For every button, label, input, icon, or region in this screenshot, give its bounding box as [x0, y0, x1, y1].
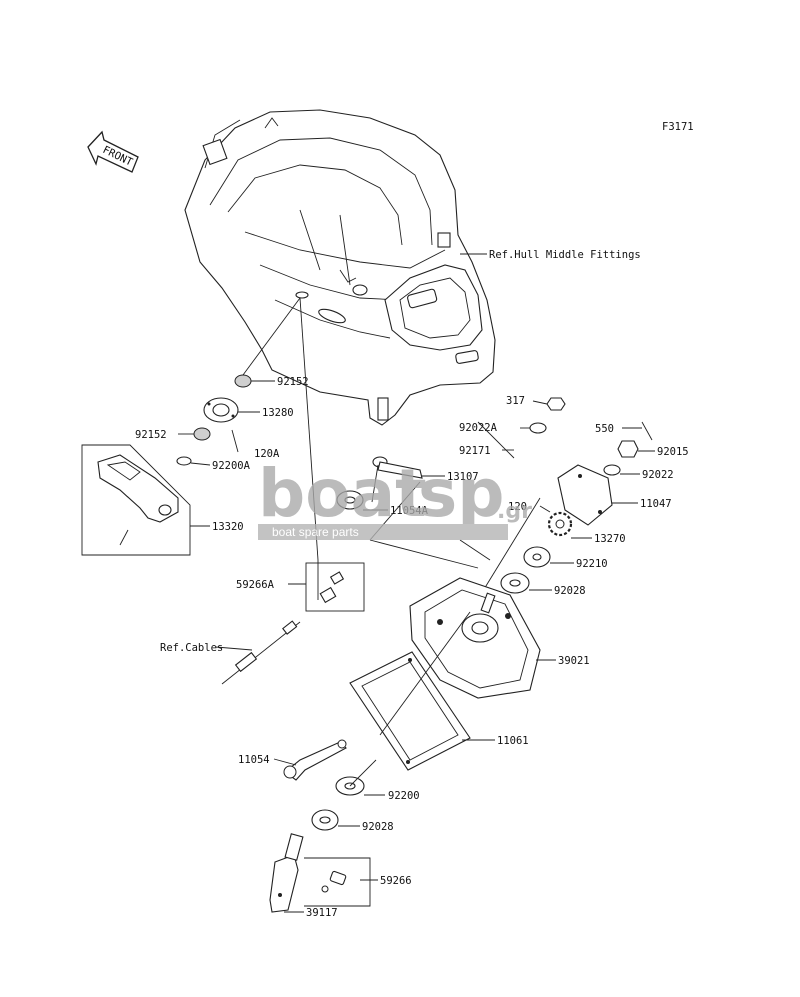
housing-39021: [409, 577, 541, 699]
hull-middle-fitting: [184, 109, 496, 426]
screw-120A: [231, 429, 239, 453]
watermark: boat sp .gr boat spare parts: [258, 455, 532, 540]
label-ref-cables: Ref.Cables: [160, 642, 223, 654]
bracket-11047: [557, 464, 613, 526]
label-120: 120: [508, 501, 527, 513]
grommet-92152: [234, 374, 252, 388]
bolt-92171: [477, 421, 515, 459]
box-59266A: [305, 562, 365, 612]
washer-92200A: [176, 456, 192, 466]
cable: [221, 620, 301, 685]
washer-92022: [603, 464, 621, 476]
nut-92015: [617, 440, 639, 458]
washer-92022A: [529, 422, 547, 434]
label-92022: 92022: [642, 469, 674, 481]
label-317: 317: [506, 395, 525, 407]
gear-13270: [547, 511, 573, 537]
watermark-domain: .gr: [497, 499, 532, 524]
lever-13107: [371, 456, 423, 503]
watermark-tagline: boat spare parts: [272, 525, 359, 539]
watermark-brand-left: boat: [258, 455, 427, 532]
label-92200A: 92200A: [212, 460, 251, 472]
label-39021: 39021: [558, 655, 590, 667]
label-13280: 13280: [262, 407, 294, 419]
plate-11054A: [336, 490, 364, 510]
lever-13320: [97, 454, 179, 546]
label-92028-bottom: 92028: [362, 821, 394, 833]
screw-120: [539, 505, 551, 513]
label-92028-right: 92028: [554, 585, 586, 597]
label-92210: 92210: [576, 558, 608, 570]
label-ref-hull: Ref.Hull Middle Fittings: [489, 249, 641, 261]
label-92022A: 92022A: [459, 422, 498, 434]
label-13320: 13320: [212, 521, 244, 533]
label-550: 550: [595, 423, 614, 435]
joint-59266: [321, 870, 347, 893]
label-13107: 13107: [447, 471, 479, 483]
label-11061: 11061: [497, 735, 529, 747]
lever-11054: [283, 739, 347, 781]
label-92152-left: 92152: [135, 429, 167, 441]
label-13270: 13270: [594, 533, 626, 545]
label-11047: 11047: [640, 498, 672, 510]
label-92200: 92200: [388, 790, 420, 802]
grommet-92152-left: [193, 427, 211, 441]
shaft-39117: [269, 833, 304, 913]
label-120A: 120A: [254, 448, 280, 460]
pin-550: [641, 421, 653, 441]
label-92171: 92171: [459, 445, 491, 457]
label-11054A: 11054A: [390, 505, 429, 517]
label-92152-top: 92152: [277, 376, 309, 388]
watermark-brand-right: sp: [418, 455, 505, 532]
box-59266: [304, 857, 371, 907]
gasket-11061: [349, 651, 471, 771]
label-39117: 39117: [306, 907, 338, 919]
housing-13280: [203, 397, 239, 423]
nut-317: [546, 397, 566, 411]
joint-59266A: [319, 571, 345, 604]
label-11054: 11054: [238, 754, 270, 766]
figure-code: F3171: [662, 121, 694, 133]
label-92015: 92015: [657, 446, 689, 458]
label-59266: 59266: [380, 875, 412, 887]
box-13320: [81, 444, 191, 556]
label-59266A: 59266A: [236, 579, 275, 591]
front-arrow-icon: FRONT: [87, 130, 139, 173]
